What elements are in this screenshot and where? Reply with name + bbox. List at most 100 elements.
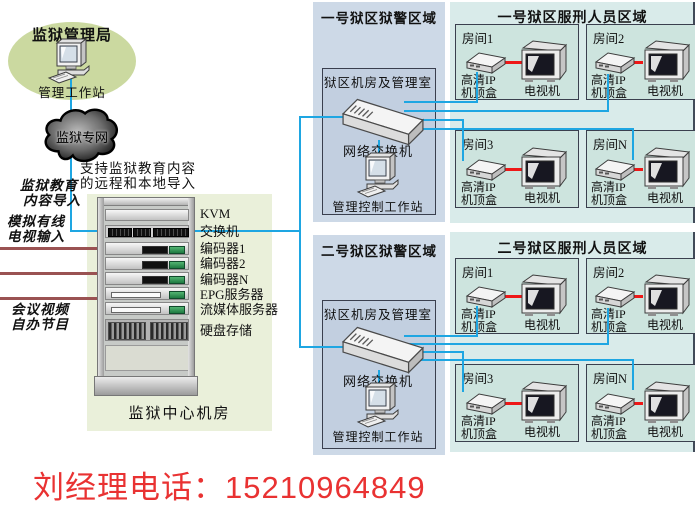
room-title: 房间2	[593, 266, 625, 280]
disk-group	[150, 322, 188, 340]
contact-phone: 刘经理电话：15210964849	[33, 470, 426, 505]
tv-icon	[518, 273, 570, 317]
encoder-display	[142, 260, 168, 269]
stb-label-line1: 高清IP	[591, 180, 626, 194]
inmate-area-1-title: 一号狱区服刑人员区域	[497, 11, 648, 26]
feeder-line	[404, 359, 634, 361]
rack-unit-encoder1	[105, 242, 189, 255]
stb-label-line2: 机顶盒	[591, 320, 628, 334]
rack-rail-right	[188, 198, 194, 377]
stb-tv-cable	[631, 295, 643, 298]
server-rack	[97, 197, 195, 378]
rack-blank-panel	[105, 345, 189, 371]
equipment-room-1-title: 狱区机房及管理室	[323, 76, 432, 90]
drop-line	[607, 74, 609, 112]
guard-area-2-title: 二号狱区狱警区域	[321, 244, 437, 259]
tv-icon	[641, 39, 693, 83]
input-label-conference-1: 会议视频	[11, 302, 69, 317]
rack-label-kvm: KVM	[200, 206, 231, 221]
rack-label-encoder1: 编码器1	[200, 241, 246, 256]
workstation-icon	[47, 38, 93, 84]
rack-label-switch: 交换机	[200, 224, 240, 239]
room-title: 房间N	[593, 372, 628, 386]
equipment-room-2	[322, 300, 436, 449]
tv-icon	[518, 39, 570, 83]
stb-tv-cable	[631, 402, 643, 405]
rack-label-disk-storage: 硬盘存储	[200, 323, 253, 338]
rack-label-media-server: 流媒体服务器	[200, 302, 279, 317]
rack-label-epg-server: EPG服务器	[200, 287, 264, 302]
encoder-connector	[169, 245, 185, 254]
rack-label-encoderN: 编码器N	[200, 272, 249, 287]
trunk-to-switch1	[299, 116, 365, 118]
rack-base	[94, 376, 198, 396]
rack-unit-kvm	[105, 209, 189, 221]
rack-rail-left	[98, 198, 104, 377]
tv-icon	[641, 146, 693, 190]
control-workstation-2-icon	[356, 382, 402, 428]
stb-tv-cable	[502, 61, 522, 64]
switch-port-block	[108, 228, 132, 237]
tv-label: 电视机	[646, 191, 683, 205]
room-title: 房间3	[462, 372, 494, 386]
input-label-catv-1: 模拟有线	[7, 214, 65, 229]
tv-label: 电视机	[646, 425, 683, 439]
server-connector	[169, 290, 185, 299]
private-network-cloud-icon	[44, 108, 118, 163]
drop-line	[462, 351, 464, 392]
drop-line	[607, 308, 609, 344]
input-label-conference-2: 自办节目	[11, 317, 69, 332]
guard-area-1-title: 一号狱区狱警区域	[321, 11, 437, 26]
feeder-line	[404, 335, 478, 337]
stb-label-line2: 机顶盒	[461, 320, 498, 334]
drop-line	[632, 128, 634, 160]
stb-label-line2: 机顶盒	[591, 86, 628, 100]
cloud-label: 监狱专网	[55, 130, 108, 145]
tv-label: 电视机	[523, 191, 560, 205]
tv-icon	[518, 380, 570, 424]
control-workstation-2-label: 管理控制工作站	[332, 430, 424, 444]
rack-unit-epg-server	[105, 287, 189, 300]
server-slot	[111, 291, 161, 298]
network-switch-1-icon	[340, 94, 426, 148]
rack-top-cap	[98, 198, 194, 206]
feeder-line	[404, 101, 478, 103]
room-title: 房间N	[593, 138, 628, 152]
rack-label-encoder2: 编码器2	[200, 256, 246, 271]
trunk-branch-vertical	[299, 116, 301, 348]
stb-label-line1: 高清IP	[461, 180, 496, 194]
encoder-connector	[169, 260, 185, 269]
drop-line	[462, 119, 464, 161]
network-switch-2-icon	[340, 322, 426, 376]
room-title: 房间3	[462, 138, 494, 152]
control-workstation-1-icon	[356, 152, 402, 198]
tv-label: 电视机	[646, 84, 683, 98]
stb-tv-cable	[631, 61, 643, 64]
tv-label: 电视机	[523, 318, 560, 332]
stb-label-line1: 高清IP	[461, 307, 496, 321]
drop-line	[476, 72, 478, 103]
room-title: 房间1	[462, 32, 494, 46]
stb-label-line2: 机顶盒	[591, 427, 628, 441]
bureau-title: 监狱管理局	[31, 28, 112, 44]
feeder-line	[404, 128, 634, 130]
room-title: 房间2	[593, 32, 625, 46]
stb-tv-cable	[631, 168, 643, 171]
switch2-to-workstation-line	[378, 370, 380, 386]
feeder-line	[404, 343, 609, 345]
rack-unit-encoder2	[105, 257, 189, 270]
